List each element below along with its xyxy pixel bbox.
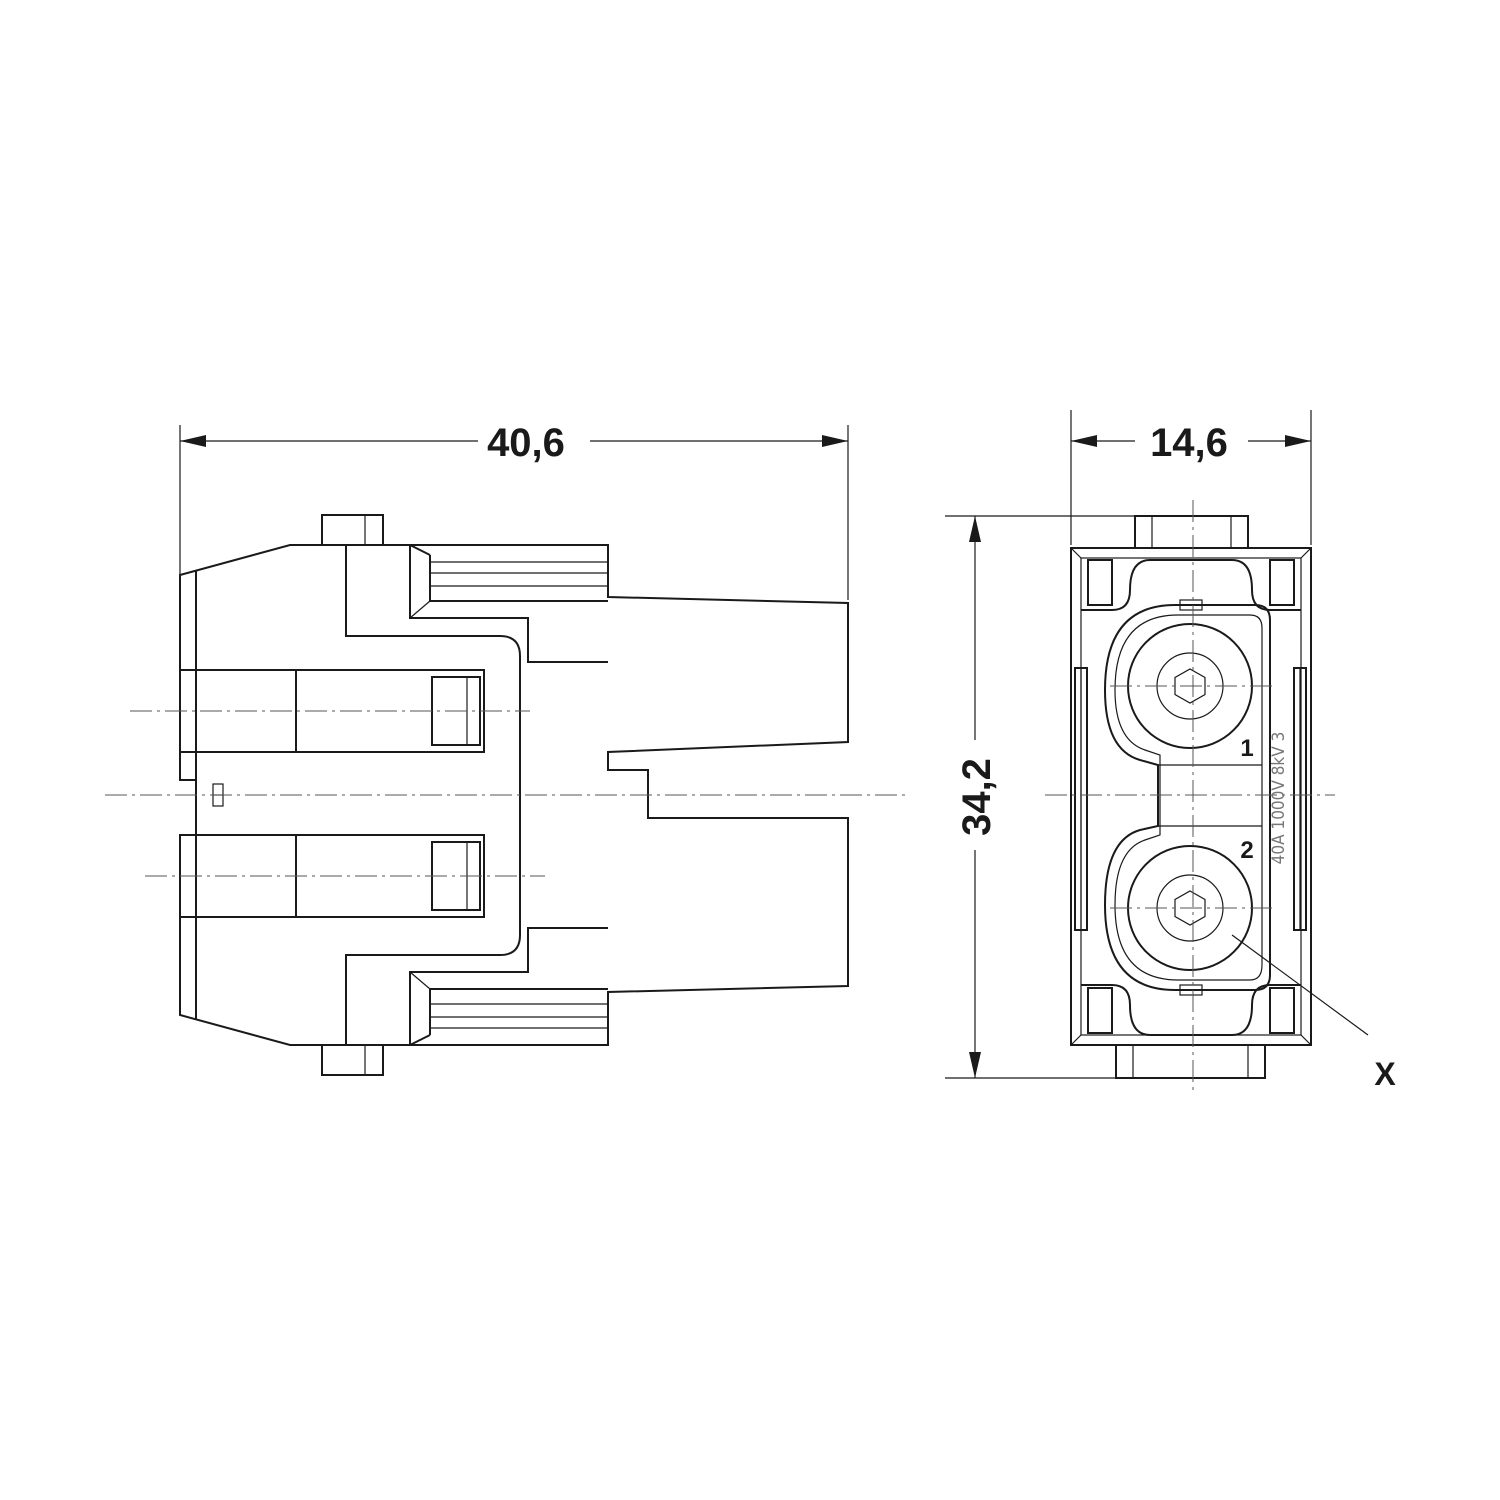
length-dimension-line (180, 435, 848, 447)
pin-2-label: 2 (1240, 837, 1253, 864)
insert-face-outline (1070, 547, 1312, 1046)
side-view: 40,6 (105, 421, 905, 1076)
width-dimension-line (1071, 435, 1311, 447)
bottom-ribs (409, 971, 608, 1046)
contact-pocket (1103, 604, 1271, 991)
height-dimension-label: 34,2 (955, 758, 999, 836)
callout-x-label: X (1374, 1056, 1396, 1092)
top-ribs (409, 544, 608, 619)
pin-1-label: 1 (1240, 735, 1253, 762)
front-view: 14,6 34,2 (945, 410, 1396, 1095)
width-dimension-label: 14,6 (1150, 421, 1228, 465)
rating-marking: 40A 1000V 8kV 3 (1269, 732, 1289, 865)
callout-leader (1231, 934, 1369, 1036)
height-dimension-line (969, 516, 981, 1078)
length-dimension-label: 40,6 (487, 421, 565, 465)
top-latch-tab (321, 514, 384, 545)
bottom-latch-tab (321, 1045, 384, 1076)
